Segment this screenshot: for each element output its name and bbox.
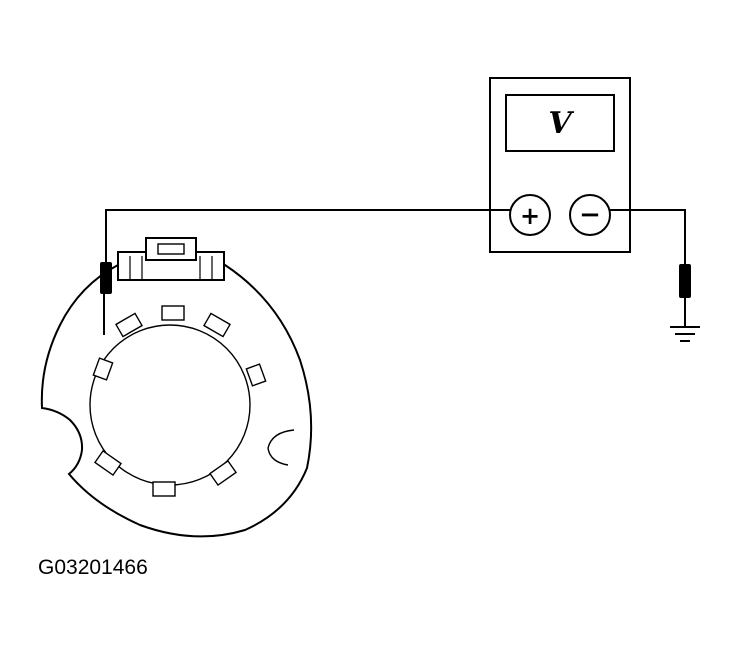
sensor-tabs [92, 305, 267, 497]
tab [161, 305, 185, 321]
positive-lead-wire [105, 209, 510, 262]
voltmeter-display-symbol: V [548, 106, 574, 141]
tab [115, 312, 143, 338]
sensor-notch [267, 429, 295, 466]
ground-icon [670, 326, 700, 342]
sensor-connector [117, 237, 225, 281]
wires [103, 209, 686, 335]
sensor-outline [40, 264, 313, 538]
positive-probe-plug [100, 262, 112, 294]
tab [152, 481, 176, 497]
tab [208, 459, 238, 487]
negative-terminal [569, 194, 611, 236]
tab [203, 312, 231, 338]
voltmeter: V + − [489, 77, 631, 253]
voltmeter-display [505, 94, 615, 152]
tab [92, 357, 114, 381]
negative-probe-plug [679, 264, 691, 298]
connector-housing [117, 251, 225, 281]
negative-lead-wire [610, 209, 686, 264]
positive-terminal [509, 194, 551, 236]
connector-latch-inner [157, 243, 185, 255]
figure-id: G03201466 [38, 556, 148, 579]
negative-terminal-label: − [579, 200, 601, 230]
positive-terminal-label: + [520, 201, 540, 230]
tab [93, 449, 123, 477]
tab [245, 363, 267, 387]
